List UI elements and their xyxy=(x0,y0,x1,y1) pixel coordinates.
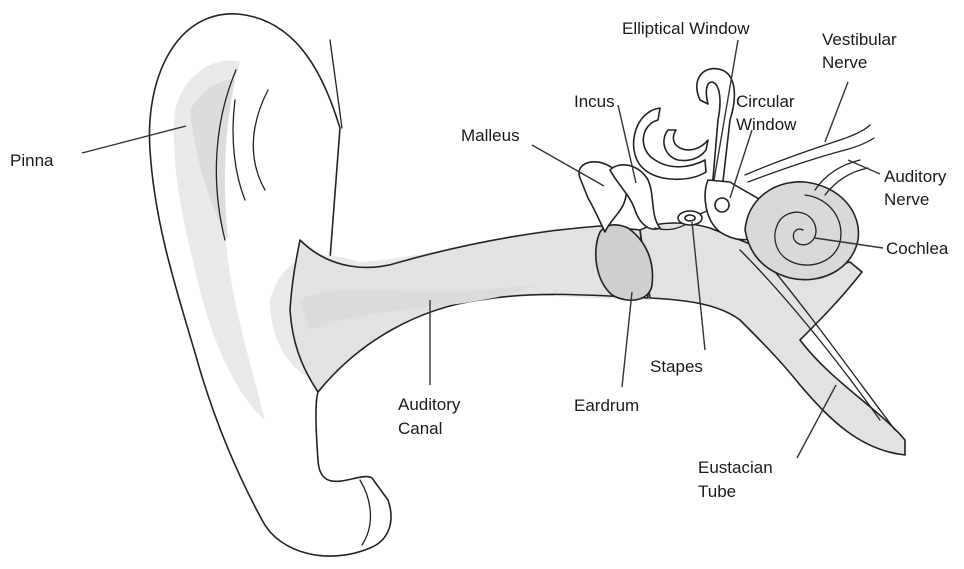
label-circular-window-line2: Window xyxy=(736,115,797,134)
auditory-nerve-leader xyxy=(848,160,880,174)
label-auditory-canal-line1: Auditory xyxy=(398,395,461,414)
label-malleus: Malleus xyxy=(461,126,520,145)
label-stapes: Stapes xyxy=(650,357,703,376)
vestibular-nerve-leader xyxy=(825,82,848,142)
label-vestibular-nerve-line2: Nerve xyxy=(822,53,867,72)
label-auditory-canal-line2: Canal xyxy=(398,419,442,438)
label-circular-window-line1: Circular xyxy=(736,92,795,111)
label-elliptical-window: Elliptical Window xyxy=(622,19,750,38)
eardrum-leader xyxy=(622,292,632,387)
label-pinna: Pinna xyxy=(10,151,54,170)
label-eustacian-tube-line2: Tube xyxy=(698,482,736,501)
label-cochlea: Cochlea xyxy=(886,239,949,258)
label-eardrum: Eardrum xyxy=(574,396,639,415)
label-vestibular-nerve-line1: Vestibular xyxy=(822,30,897,49)
label-auditory-nerve-line1: Auditory xyxy=(884,167,947,186)
circular-window-shape xyxy=(715,198,729,212)
label-eustacian-tube-line1: Eustacian xyxy=(698,458,773,477)
label-incus: Incus xyxy=(574,92,615,111)
label-auditory-nerve-line2: Nerve xyxy=(884,190,929,209)
